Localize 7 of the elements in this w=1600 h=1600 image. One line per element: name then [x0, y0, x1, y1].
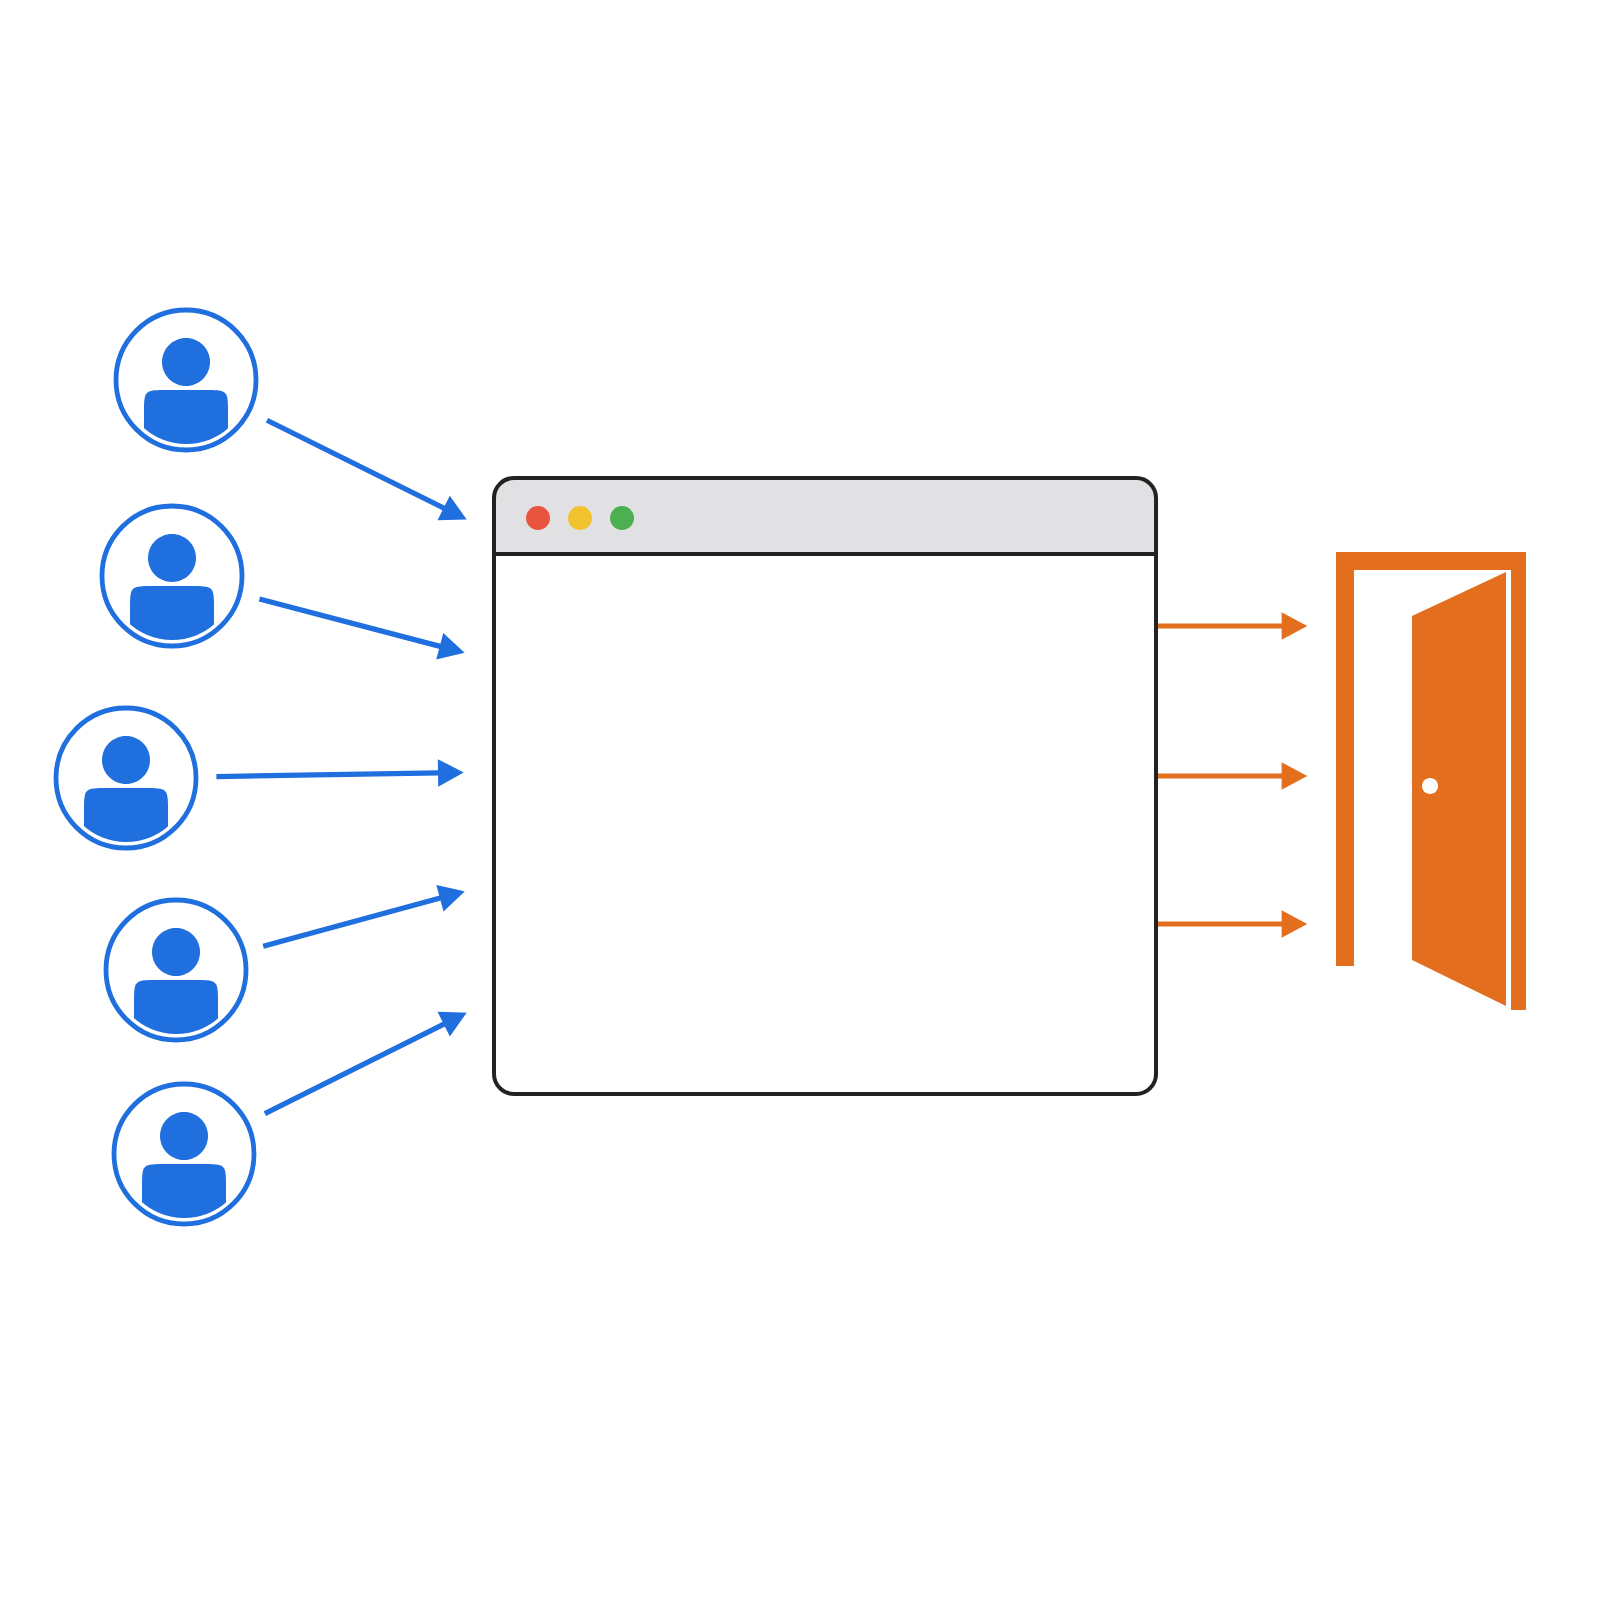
person-icon: [99, 503, 245, 649]
person-icon: [103, 897, 249, 1043]
browser-window: [492, 476, 1158, 1096]
door-icon: [1336, 552, 1526, 1010]
person-icon: [113, 307, 259, 453]
person-icon: [53, 705, 199, 851]
person-icon: [111, 1081, 257, 1227]
